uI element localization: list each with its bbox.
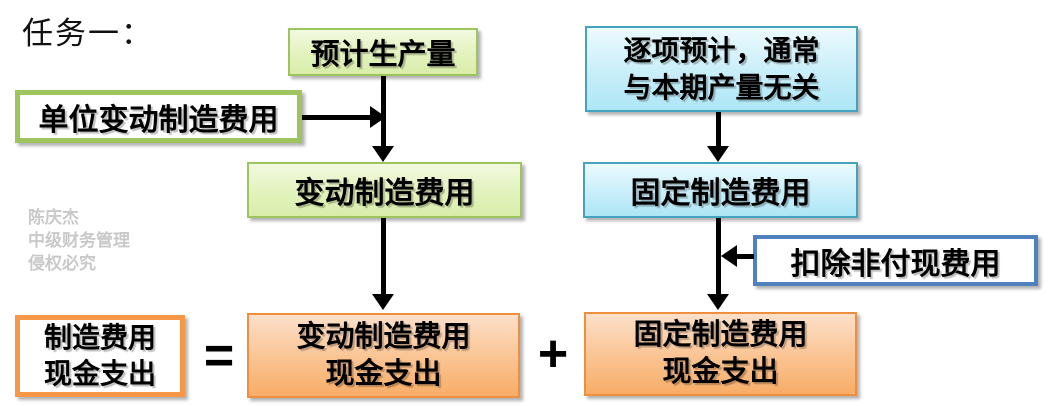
arrow-down-head [707,146,729,162]
watermark: 陈庆杰 中级财务管理 侵权必究 [28,206,130,275]
node-label: 变动制造费用 [294,177,475,210]
watermark-line: 陈庆杰 [28,208,79,227]
node-label-line: 固定制造费用 [633,319,808,351]
node-overhead-cash-payment: 制造费用 现金支出 [15,315,185,397]
node-label-line: 现金支出 [662,356,779,388]
node-unit-variable-overhead: 单位变动制造费用 [15,90,302,143]
arrow-left-head [721,245,737,267]
node-deduct-noncash-expense: 扣除非付现费用 [753,235,1038,286]
arrow-line [716,112,721,147]
arrow-line [737,254,754,259]
node-label-line: 制造费用 [43,322,156,353]
node-label: 预计生产量 [310,39,456,71]
equals-operator: = [203,327,235,385]
arrow-down-head [372,294,394,310]
node-itemized-estimate-note: 逐项预计，通常 与本期产量无关 [585,26,858,112]
node-label-line: 变动制造费用 [296,320,471,353]
node-label: 单位变动制造费用 [38,103,279,137]
node-label-line: 现金支出 [43,358,156,389]
node-label-line: 逐项预计，通常 [623,35,820,66]
arrow-down-head [372,146,394,162]
node-label-line: 现金支出 [325,357,442,390]
node-variable-overhead-cash: 变动制造费用 现金支出 [247,313,520,398]
arrow-line [381,218,386,295]
plus-operator: + [537,325,569,383]
node-label: 扣除非付现费用 [790,247,1001,281]
node-fixed-overhead-cash: 固定制造费用 现金支出 [584,312,857,396]
node-variable-overhead: 变动制造费用 [247,162,522,218]
watermark-line: 中级财务管理 [28,231,130,250]
arrow-down-head [707,294,729,310]
arrow-line [716,218,721,295]
node-label-line: 与本期产量无关 [623,72,820,103]
node-fixed-overhead: 固定制造费用 [583,162,858,218]
node-expected-production: 预计生产量 [288,28,478,76]
watermark-line: 侵权必究 [28,254,96,273]
page-title: 任务一： [22,16,154,51]
node-label: 固定制造费用 [630,177,811,210]
arrow-line [302,115,371,120]
arrow-right-head [370,106,386,128]
